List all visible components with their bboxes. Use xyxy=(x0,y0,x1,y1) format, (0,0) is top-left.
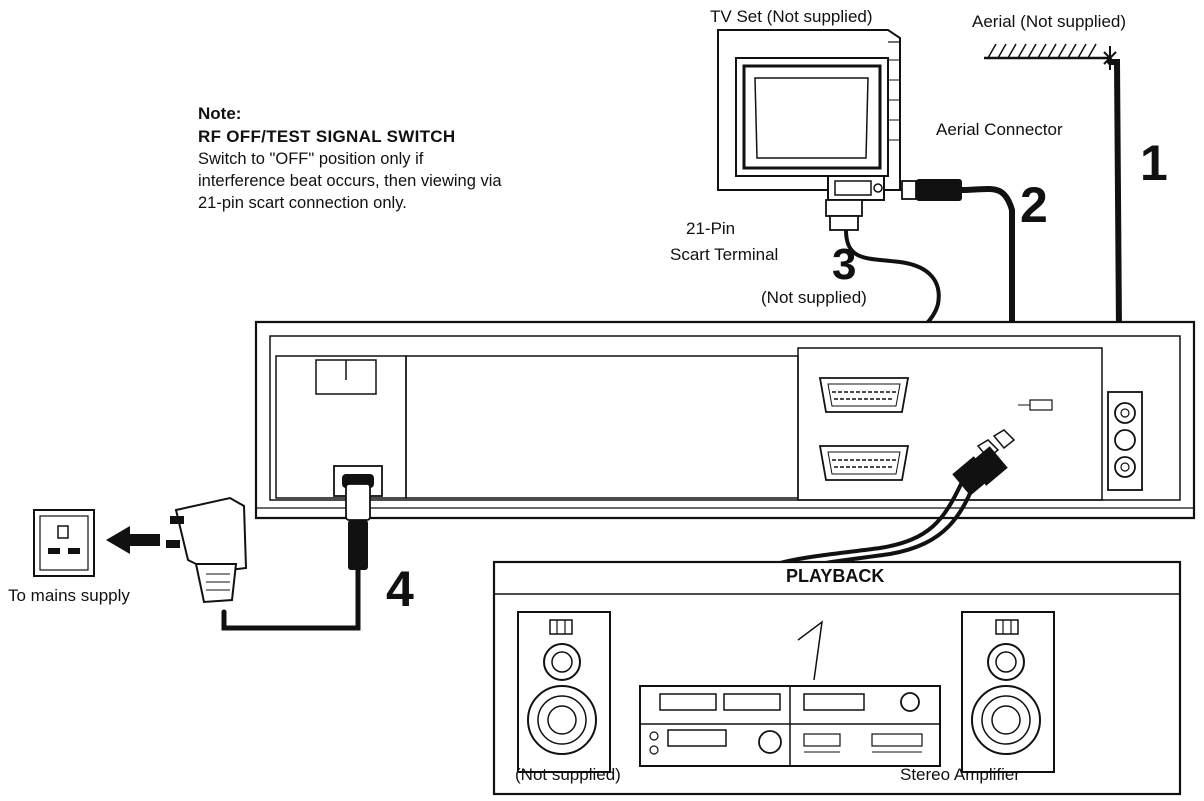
aerial-connector-label: Aerial Connector xyxy=(936,120,1063,139)
amp-not-supplied-label: (Not supplied) xyxy=(515,765,621,784)
note-block: Note: RF OFF/TEST SIGNAL SWITCH Switch t… xyxy=(198,104,502,213)
note-line: interference beat occurs, then viewing v… xyxy=(198,172,502,190)
tv-set-label: TV Set (Not supplied) xyxy=(710,7,873,26)
note-title: Note: xyxy=(198,104,242,123)
tv-set-illustration xyxy=(717,29,901,201)
power-cable xyxy=(33,483,371,631)
scart-not-supplied-label: (Not supplied) xyxy=(761,288,867,307)
note-heading: RF OFF/TEST SIGNAL SWITCH xyxy=(198,127,456,146)
mains-supply-label: To mains supply xyxy=(8,586,130,605)
21-pin-label: 21-Pin xyxy=(686,219,736,238)
stereo-amplifier-label: Stereo Amplifier xyxy=(900,765,1020,784)
scart-terminal-label: Scart Terminal xyxy=(670,245,779,264)
playback-label: PLAYBACK xyxy=(786,566,885,586)
step-number-4: 4 xyxy=(386,561,414,617)
note-line: Switch to "OFF" position only if xyxy=(198,150,424,168)
note-line: 21-pin scart connection only. xyxy=(198,194,407,212)
stereo-amplifier-illustration xyxy=(492,560,1182,796)
step-number-2: 2 xyxy=(1020,177,1048,233)
vcr-rear-panel xyxy=(254,320,1196,520)
aerial-illustration xyxy=(984,43,1117,70)
step-number-3: 3 xyxy=(832,240,857,289)
aerial-label: Aerial (Not supplied) xyxy=(972,12,1127,31)
step-number-1: 1 xyxy=(1140,135,1168,191)
